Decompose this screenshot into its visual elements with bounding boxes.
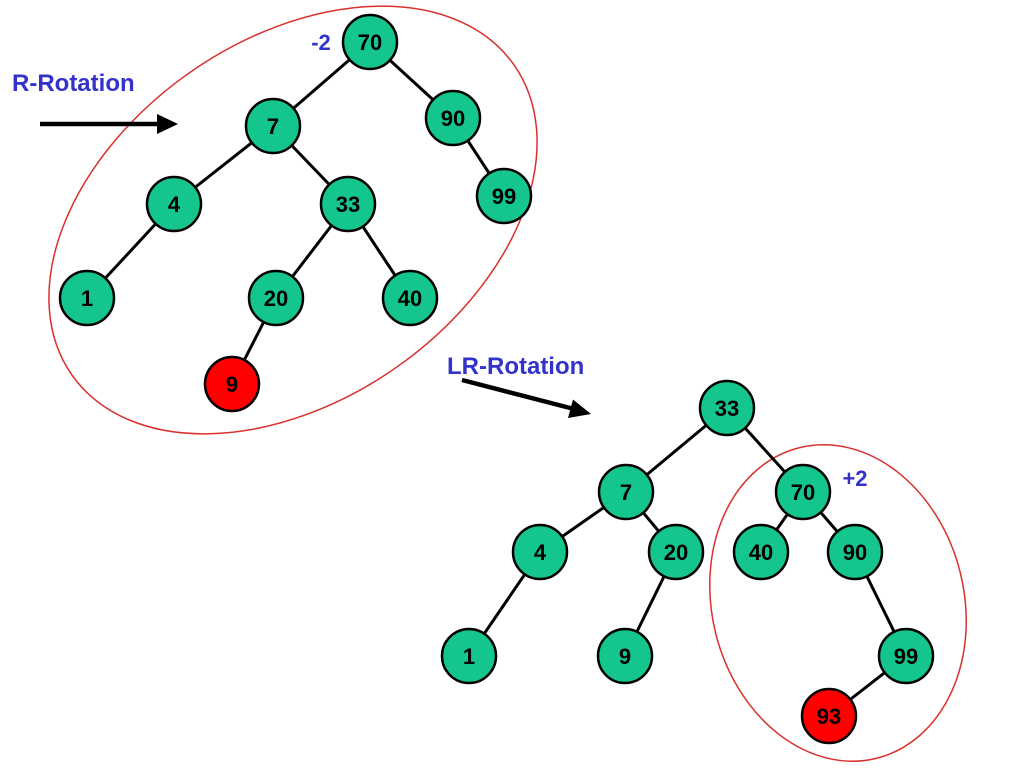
inserted-node: 9 xyxy=(203,355,261,413)
tree-node: 9 xyxy=(596,627,654,685)
node-circle xyxy=(774,463,832,521)
tree-node: 1 xyxy=(58,269,116,327)
node-circle xyxy=(244,97,302,155)
tree-node: 7 xyxy=(597,463,655,521)
tree-node: 40 xyxy=(732,523,790,581)
inserted-node: 93 xyxy=(800,687,858,745)
node-label: 70 xyxy=(358,30,382,55)
tree-node: 20 xyxy=(247,269,305,327)
node-label: 99 xyxy=(492,184,516,209)
node-label: 7 xyxy=(620,480,632,505)
tree-node: 4 xyxy=(511,523,569,581)
node-circle xyxy=(647,523,705,581)
node-label: 70 xyxy=(791,480,815,505)
node-label: 40 xyxy=(749,540,773,565)
tree-node: 20 xyxy=(647,523,705,581)
node-label: 90 xyxy=(441,106,465,131)
tree-node: 40 xyxy=(381,269,439,327)
tree-node: 99 xyxy=(475,167,533,225)
node-circle xyxy=(319,175,377,233)
tree-node: 90 xyxy=(424,89,482,147)
node-label: 99 xyxy=(894,644,918,669)
node-circle xyxy=(732,523,790,581)
node-label: 40 xyxy=(398,286,422,311)
node-label: 4 xyxy=(168,192,181,217)
node-label: 1 xyxy=(463,644,475,669)
node-circle xyxy=(381,269,439,327)
node-label: 90 xyxy=(843,540,867,565)
node-circle xyxy=(440,627,498,685)
node-circle xyxy=(698,379,756,437)
node-circle xyxy=(596,627,654,685)
node-circle xyxy=(424,89,482,147)
node-circle xyxy=(341,13,399,71)
bottom-tree-nodes: 33 7 70 4 20 40 90 1 xyxy=(440,379,935,745)
node-label: 9 xyxy=(619,644,631,669)
right-subtree-ellipse xyxy=(709,444,967,762)
node-label: 33 xyxy=(715,396,739,421)
tree-node: 99 xyxy=(877,627,935,685)
node-circle xyxy=(511,523,569,581)
right-arrow-icon xyxy=(40,114,178,134)
node-circle xyxy=(247,269,305,327)
node-circle xyxy=(597,463,655,521)
tree-node: 33 xyxy=(698,379,756,437)
balance-factor-top: -2 xyxy=(311,30,331,55)
node-label: 20 xyxy=(664,540,688,565)
top-tree-ellipse xyxy=(48,5,538,435)
node-circle xyxy=(203,355,261,413)
balance-factor-bottom: +2 xyxy=(842,466,867,491)
node-label: 33 xyxy=(336,192,360,217)
node-label: 7 xyxy=(267,114,279,139)
tree-node: 90 xyxy=(826,523,884,581)
tree-node: 4 xyxy=(145,175,203,233)
node-label: 4 xyxy=(534,540,547,565)
r-rotation-label: R-Rotation xyxy=(12,70,135,97)
node-circle xyxy=(58,269,116,327)
lr-rotation-label: LR-Rotation xyxy=(447,353,584,380)
node-circle xyxy=(826,523,884,581)
diagonal-arrow-icon xyxy=(461,377,591,418)
node-circle xyxy=(800,687,858,745)
node-circle xyxy=(877,627,935,685)
top-tree-nodes: 70 7 90 4 33 99 1 20 xyxy=(58,13,533,413)
tree-node: 1 xyxy=(440,627,498,685)
tree-node: 33 xyxy=(319,175,377,233)
node-circle xyxy=(145,175,203,233)
node-label: 20 xyxy=(264,286,288,311)
tree-node: 7 xyxy=(244,97,302,155)
tree-node: 70 xyxy=(341,13,399,71)
tree-node: 70 xyxy=(774,463,832,521)
node-circle xyxy=(475,167,533,225)
node-label: 9 xyxy=(226,372,238,397)
node-label: 1 xyxy=(81,286,93,311)
node-label: 93 xyxy=(817,704,841,729)
